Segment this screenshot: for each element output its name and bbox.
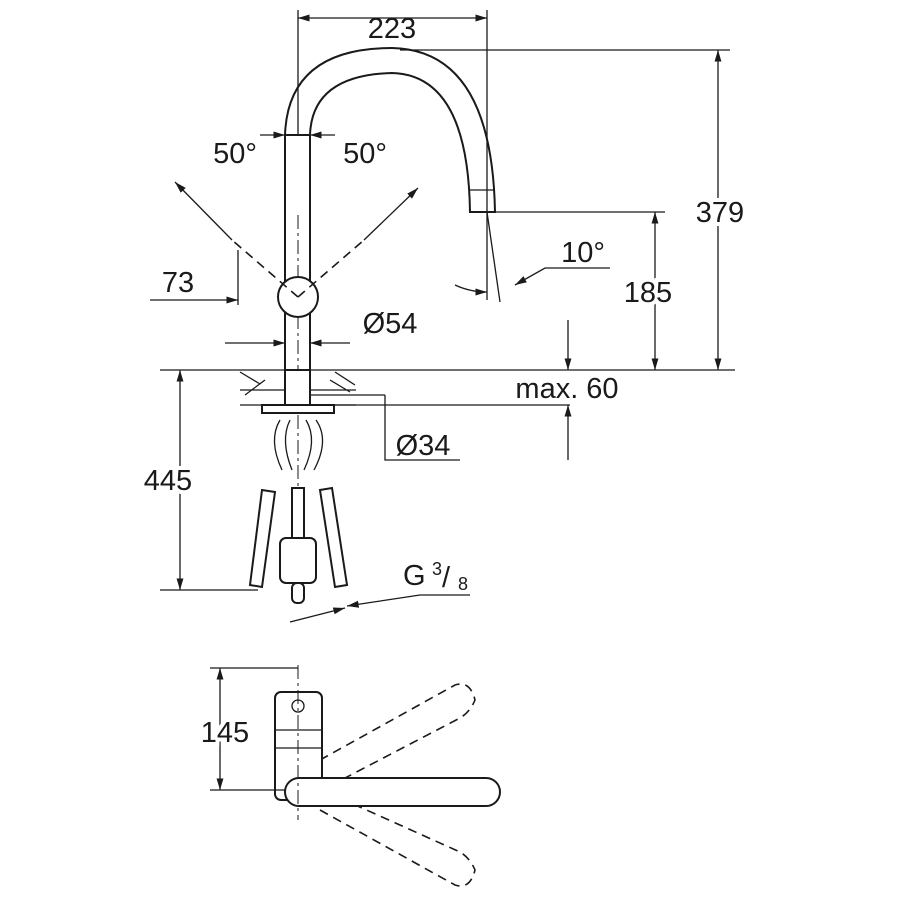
dimension-spray-angle: 10° [454,211,610,303]
svg-text:G: G [403,560,426,592]
dimension-54: Ø54 [225,308,417,350]
svg-text:50°: 50° [213,138,257,170]
dimension-max-60: max. 60 [330,320,619,460]
svg-text:Ø34: Ø34 [396,430,451,462]
svg-text:185: 185 [624,277,672,309]
svg-text:10°: 10° [561,237,605,269]
dimension-223: 223 [297,10,488,300]
svg-text:/: / [442,562,451,594]
dimension-73: 73 [150,250,239,305]
svg-text:223: 223 [368,13,416,45]
svg-text:8: 8 [458,574,468,594]
faucet-top-view [274,665,501,887]
dimension-185: 185 [495,211,676,370]
dimension-145: 145 [197,667,298,791]
dimension-379: 379 [400,49,748,370]
svg-text:50°: 50° [343,138,387,170]
svg-text:145: 145 [201,717,249,749]
svg-text:Ø54: Ø54 [363,308,418,340]
svg-text:73: 73 [162,267,194,299]
dimension-thread: G 3 / 8 [289,559,470,623]
dimension-34: Ø34 [310,394,460,462]
svg-text:max. 60: max. 60 [515,373,618,405]
svg-text:3: 3 [432,559,442,579]
svg-text:445: 445 [144,465,192,497]
svg-text:379: 379 [696,197,744,229]
dimension-445: 445 [140,370,258,591]
dimension-swivel: 50° 50° [174,131,419,298]
